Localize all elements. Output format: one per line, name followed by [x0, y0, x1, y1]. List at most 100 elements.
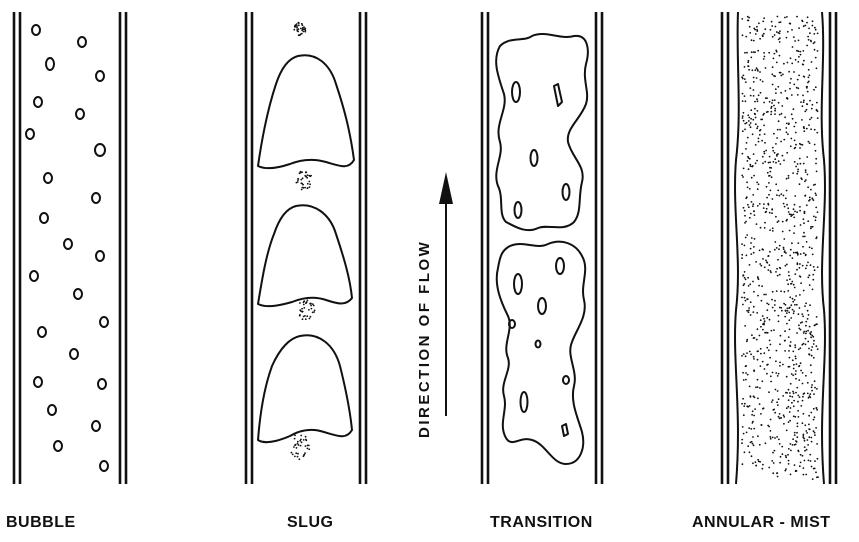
droplet-dot: [774, 108, 776, 110]
droplet-dot: [759, 130, 761, 132]
droplet-dot: [817, 266, 819, 268]
droplet-dot: [773, 75, 775, 77]
droplet-dot: [766, 261, 768, 263]
droplet-dot: [777, 16, 779, 18]
bubble: [92, 193, 100, 203]
droplet-dot: [794, 287, 796, 289]
droplet-dot: [295, 25, 297, 27]
droplet-dot: [772, 230, 774, 232]
droplet-dot: [780, 141, 782, 143]
droplet-dot: [748, 117, 750, 119]
droplet-dot: [800, 144, 802, 146]
droplet-dot: [798, 56, 800, 58]
droplet-dot: [806, 128, 808, 130]
droplet-dot: [763, 318, 765, 320]
droplet-dot: [786, 16, 788, 18]
droplet-dot: [756, 30, 758, 32]
droplet-dot: [783, 238, 785, 240]
droplet-dot: [768, 426, 770, 428]
bubble: [76, 109, 84, 119]
droplet-dot: [751, 69, 753, 71]
droplet-dot: [763, 151, 765, 153]
droplet-dot: [801, 119, 803, 121]
droplet-dot: [800, 462, 802, 464]
droplet-dot: [783, 414, 785, 416]
droplet-dot: [310, 305, 312, 307]
droplet-dot: [766, 111, 768, 113]
droplet-dot: [747, 156, 749, 158]
droplet-dot: [803, 467, 805, 469]
droplet-dot: [751, 177, 753, 179]
droplet-dot: [807, 262, 809, 264]
droplet-dot: [814, 434, 816, 436]
droplet-dot: [763, 52, 765, 54]
droplet-dot: [789, 357, 791, 359]
droplet-dot: [292, 454, 294, 456]
droplet-dot: [768, 467, 770, 469]
droplet-dot: [743, 75, 745, 77]
droplet-dot: [746, 339, 748, 341]
droplet-dot: [769, 264, 771, 266]
droplet-dot: [794, 204, 796, 206]
droplet-dot: [810, 460, 812, 462]
droplet-dot: [749, 124, 751, 126]
droplet-dot: [799, 396, 801, 398]
droplet-dot: [758, 285, 760, 287]
droplet-dot: [743, 274, 745, 276]
droplet-dot: [792, 444, 794, 446]
droplet-dot: [782, 155, 784, 157]
droplet-dot: [747, 406, 749, 408]
droplet-dot: [809, 304, 811, 306]
droplet-dot: [792, 298, 794, 300]
droplet-dot: [797, 79, 799, 81]
droplet-dot: [775, 216, 777, 218]
droplet-dot: [813, 216, 815, 218]
droplet-dot: [792, 309, 794, 311]
droplet-dot: [810, 337, 812, 339]
droplet-dot: [813, 266, 815, 268]
droplet-dot: [756, 67, 758, 69]
droplet-dot: [750, 213, 752, 215]
droplet-dot: [808, 397, 810, 399]
droplet-dot: [789, 411, 791, 413]
droplet-dot: [779, 274, 781, 276]
droplet-dot: [793, 108, 795, 110]
droplet-dot: [808, 141, 810, 143]
arrow-head-icon: [439, 172, 453, 204]
droplet-dot: [764, 142, 766, 144]
droplet-dot: [799, 294, 801, 296]
droplet-dot: [765, 150, 767, 152]
droplet-dot: [811, 349, 813, 351]
droplet-dot: [813, 33, 815, 35]
droplet-dot: [303, 300, 305, 302]
bubble-label: BUBBLE: [6, 514, 76, 532]
droplet-dot: [763, 407, 765, 409]
droplet-dot: [294, 444, 296, 446]
droplet-dot: [778, 315, 780, 317]
droplet-dot: [796, 50, 798, 52]
droplet-dot: [802, 455, 804, 457]
droplet-dot: [760, 227, 762, 229]
droplet-dot: [743, 207, 745, 209]
droplet-dot: [780, 92, 782, 94]
droplet-dot: [742, 398, 744, 400]
droplet-dot: [773, 133, 775, 135]
droplet-dot: [771, 21, 773, 23]
mist-droplets: [741, 16, 819, 480]
droplet-dot: [752, 410, 754, 412]
droplet-dot: [791, 29, 793, 31]
droplet-dot: [762, 464, 764, 466]
slug-label: SLUG: [287, 514, 333, 532]
droplet-dot: [768, 304, 770, 306]
droplet-dot: [783, 139, 785, 141]
droplet-dot: [307, 448, 309, 450]
droplet-dot: [810, 364, 812, 366]
droplet-dot: [790, 78, 792, 80]
droplet-dot: [813, 89, 815, 91]
droplet-dot: [743, 168, 745, 170]
droplet-dot: [790, 249, 792, 251]
droplet-dot: [760, 265, 762, 267]
droplet-dot: [787, 98, 789, 100]
droplet-dot: [307, 174, 309, 176]
droplet-dot: [777, 129, 779, 131]
